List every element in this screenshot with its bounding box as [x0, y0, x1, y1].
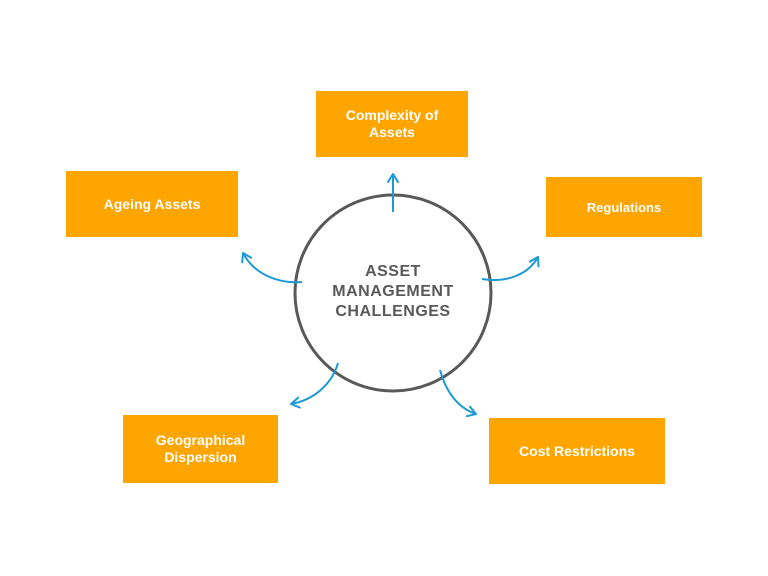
box-complexity-of-assets: Complexity of Assets	[316, 91, 468, 157]
box-regulations: Regulations	[546, 177, 702, 237]
center-title: ASSET MANAGEMENT CHALLENGES	[332, 263, 454, 320]
box-ageing-assets: Ageing Assets	[66, 171, 238, 237]
box-geographical-label: Geographical Dispersion	[155, 432, 246, 465]
arrow-to-cost	[439, 369, 477, 418]
box-complexity-label: Complexity of Assets	[345, 107, 439, 140]
box-regulations-label: Regulations	[586, 199, 662, 215]
arrow-to-regulations	[481, 256, 540, 281]
box-cost-restrictions: Cost Restrictions	[489, 418, 665, 484]
box-ageing-label: Ageing Assets	[103, 195, 201, 212]
arrow-to-ageing	[241, 251, 303, 284]
box-cost-label: Cost Restrictions	[519, 442, 635, 459]
arrow-to-geographical	[290, 362, 339, 409]
box-geographical-dispersion: Geographical Dispersion	[123, 415, 278, 483]
